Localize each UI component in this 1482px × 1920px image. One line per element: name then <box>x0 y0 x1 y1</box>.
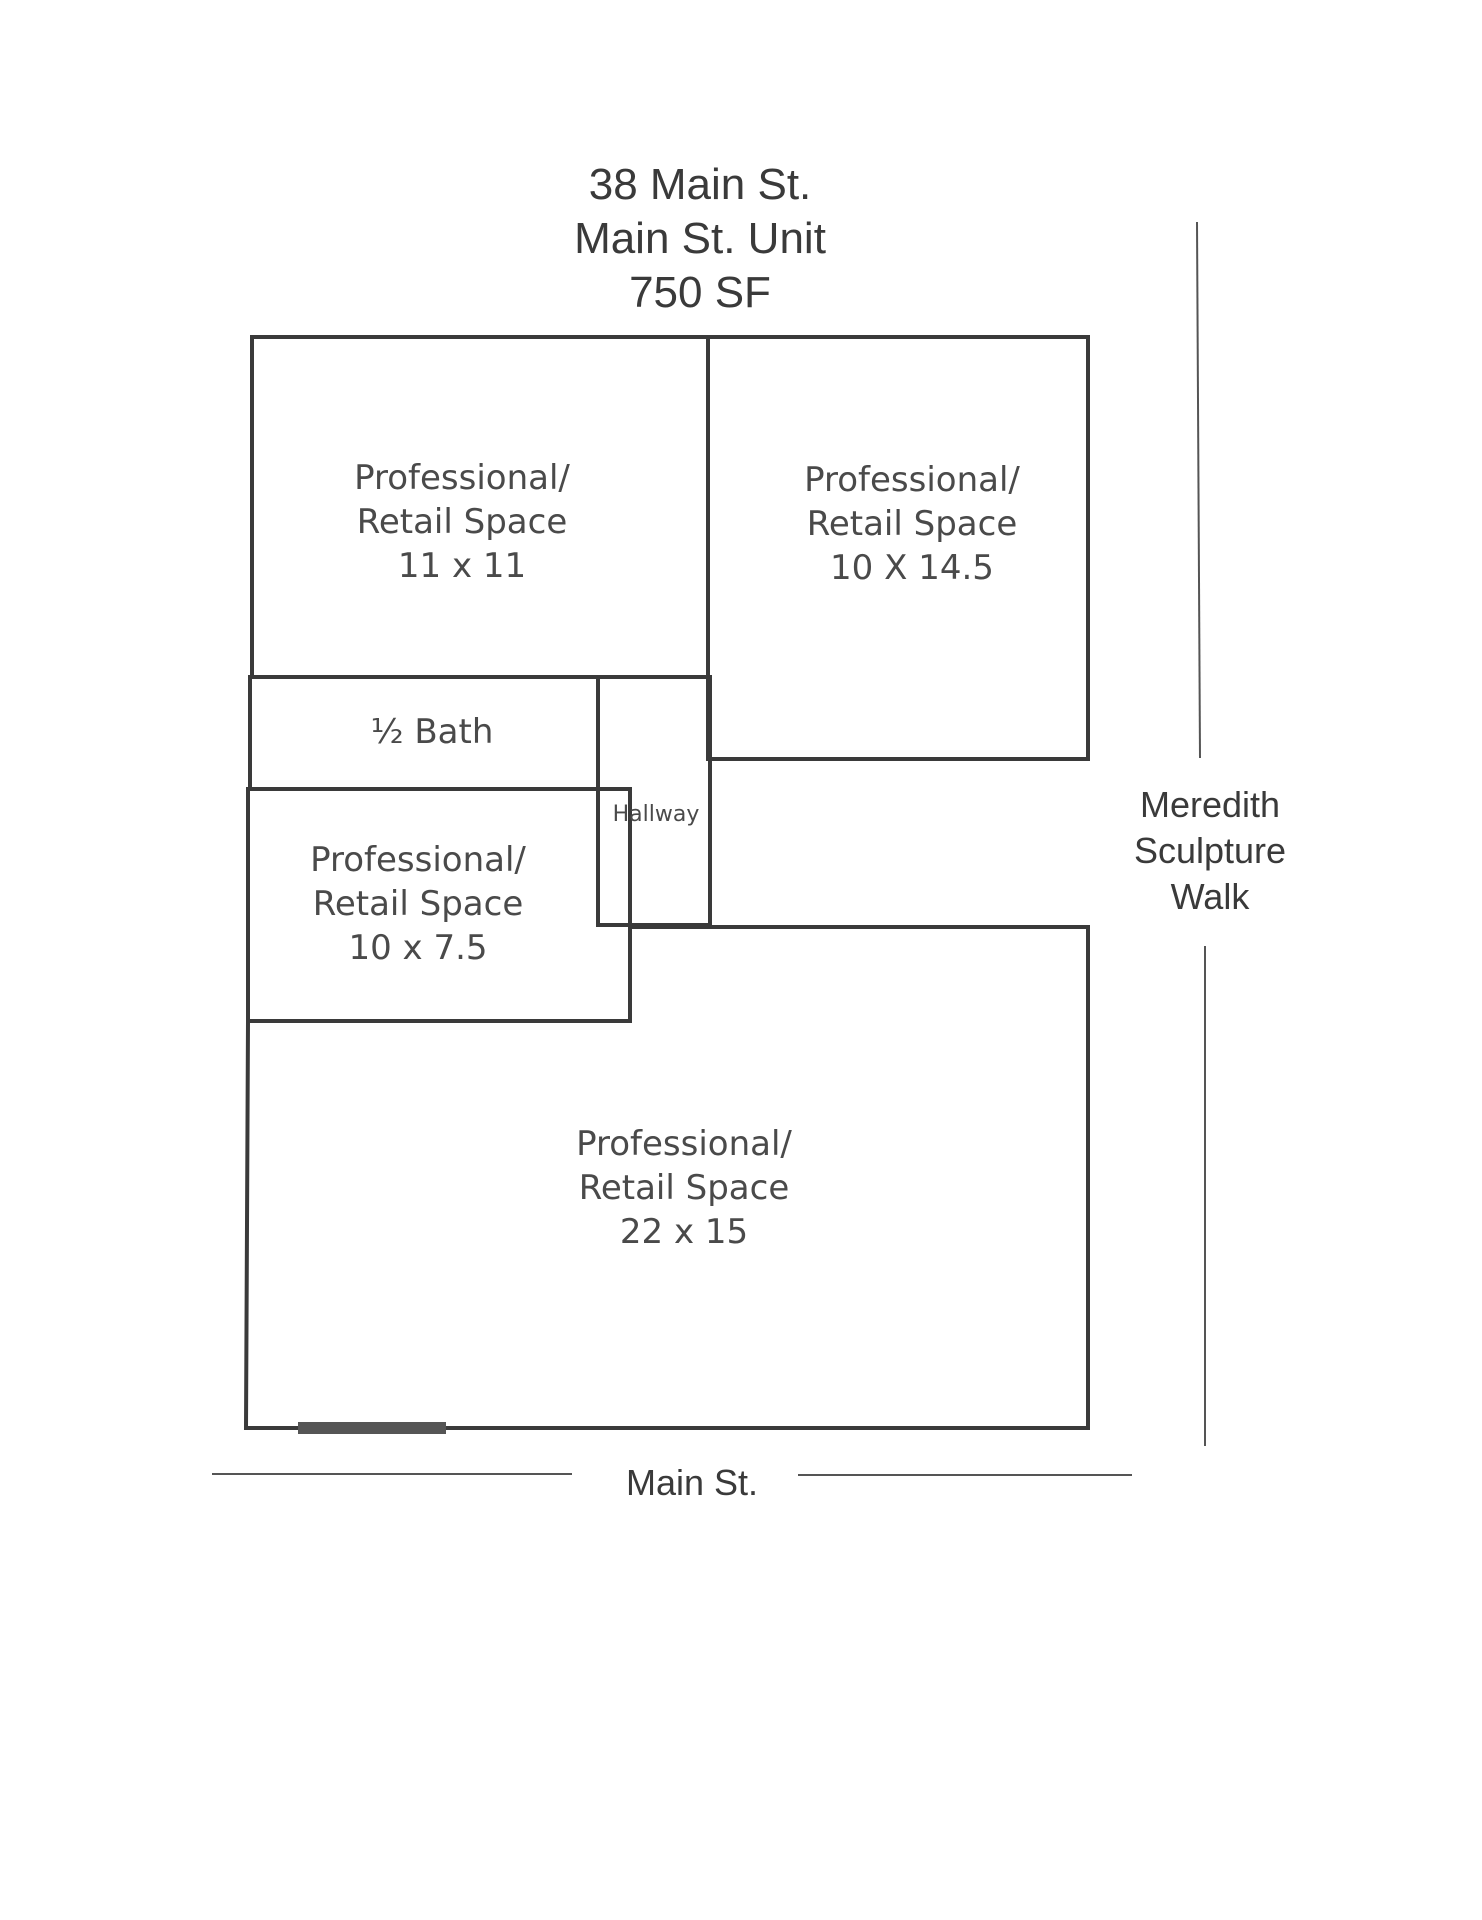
room-top-right-label: Professional/ Retail Space 10 X 14.5 <box>804 460 1020 588</box>
east-street-label: Meredith Sculpture Walk <box>1133 784 1287 917</box>
title-address: 38 Main St. <box>588 160 812 209</box>
room-bottom-label: Professional/ Retail Space 22 x 15 <box>576 1124 792 1252</box>
room-middle-left-label: Professional/ Retail Space 10 x 7.5 <box>310 840 526 968</box>
plan-title: 38 Main St. Main St. Unit 750 SF <box>574 158 826 320</box>
title-area: 750 SF <box>629 268 771 317</box>
title-unit: Main St. Unit <box>574 214 826 263</box>
east-street-line-upper <box>1196 221 1201 759</box>
hallway-label: Hallway <box>612 802 700 827</box>
bath-label: ½ Bath <box>370 712 494 752</box>
room-top-left-label: Professional/ Retail Space 11 x 11 <box>354 458 570 586</box>
south-street-label: Main St. <box>625 1462 759 1503</box>
room-top-right-walls <box>706 335 1090 761</box>
room-middle-left-walls <box>246 787 632 1023</box>
room-bottom-walls <box>243 925 1090 1430</box>
